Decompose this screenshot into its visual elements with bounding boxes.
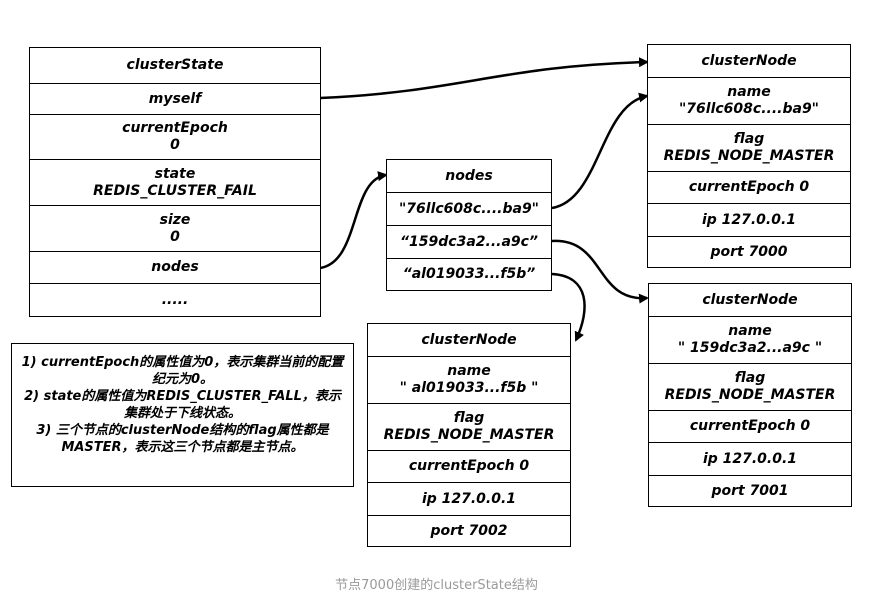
note-line: 2) state的属性值为REDIS_CLUSTER_FALL，表示集群处于下线… [24,389,341,421]
cluster-node-name: name " 159dc3a2...a9c " [649,317,851,364]
arrow-entry1-to-node-7000 [551,92,649,210]
cluster-state-table: clusterState myself currentEpoch 0 state… [29,47,321,317]
cluster-state-state: state REDIS_CLUSTER_FAIL [30,160,320,206]
nodes-dict-entry: “al019033...f5b” [402,266,536,282]
cluster-node-flag: flag REDIS_NODE_MASTER [368,404,570,451]
cluster-node-7000: clusterNode name "76llc608c....ba9" flag… [647,44,851,268]
cluster-node-header: clusterNode [649,284,851,317]
nodes-dict-table: nodes "76llc608c....ba9" “159dc3a2...a9c… [386,159,552,291]
cluster-node-port: port 7000 [710,243,788,260]
arrow-entry3-to-node-7002 [551,272,586,342]
cluster-node-ip: ip 127.0.0.1 [648,204,850,237]
cluster-state-current-epoch: currentEpoch 0 [30,115,320,160]
cluster-node-name: name "76llc608c....ba9" [648,78,850,125]
nodes-dict-header: nodes [387,160,551,193]
cluster-node-ip: ip 127.0.0.1 [649,443,851,476]
cluster-state-ellipsis: ..... [161,291,189,308]
cluster-node-current-epoch: currentEpoch 0 [368,451,570,483]
arrow-myself-to-node-7000 [319,57,649,100]
cluster-node-current-epoch: currentEpoch 0 [649,411,851,443]
cluster-node-port: port 7001 [711,482,789,499]
cluster-node-ip: ip 127.0.0.1 [368,483,570,516]
cluster-node-header: clusterNode [368,324,570,357]
cluster-node-flag: flag REDIS_NODE_MASTER [649,364,851,411]
cluster-node-header: clusterNode [648,45,850,78]
cluster-node-7002: clusterNode name " al019033...f5b " flag… [367,323,571,547]
arrow-nodes-to-dict [319,171,388,270]
arrow-entry2-to-node-7001 [551,239,649,304]
note-line: 3) 三个节点的clusterNode结构的flag属性都是MASTER，表示这… [36,423,329,455]
note-line: 1) currentEpoch的属性值为0，表示集群当前的配置纪元为0。 [21,355,344,387]
cluster-state-myself: myself [30,84,320,115]
cluster-state-header: clusterState [30,48,320,84]
cluster-node-current-epoch: currentEpoch 0 [648,172,850,204]
cluster-node-7001: clusterNode name " 159dc3a2...a9c " flag… [648,283,852,507]
cluster-state-nodes: nodes [30,252,320,284]
figure-caption: 节点7000创建的clusterState结构 [335,578,538,593]
cluster-state-size: size 0 [30,206,320,252]
explanation-note: 1) currentEpoch的属性值为0，表示集群当前的配置纪元为0。 2) … [11,343,354,487]
nodes-dict-entry: "76llc608c....ba9" [387,193,551,226]
nodes-dict-entry: “159dc3a2...a9c” [387,226,551,259]
cluster-node-name: name " al019033...f5b " [368,357,570,404]
cluster-node-flag: flag REDIS_NODE_MASTER [648,125,850,172]
cluster-node-port: port 7002 [430,522,508,539]
